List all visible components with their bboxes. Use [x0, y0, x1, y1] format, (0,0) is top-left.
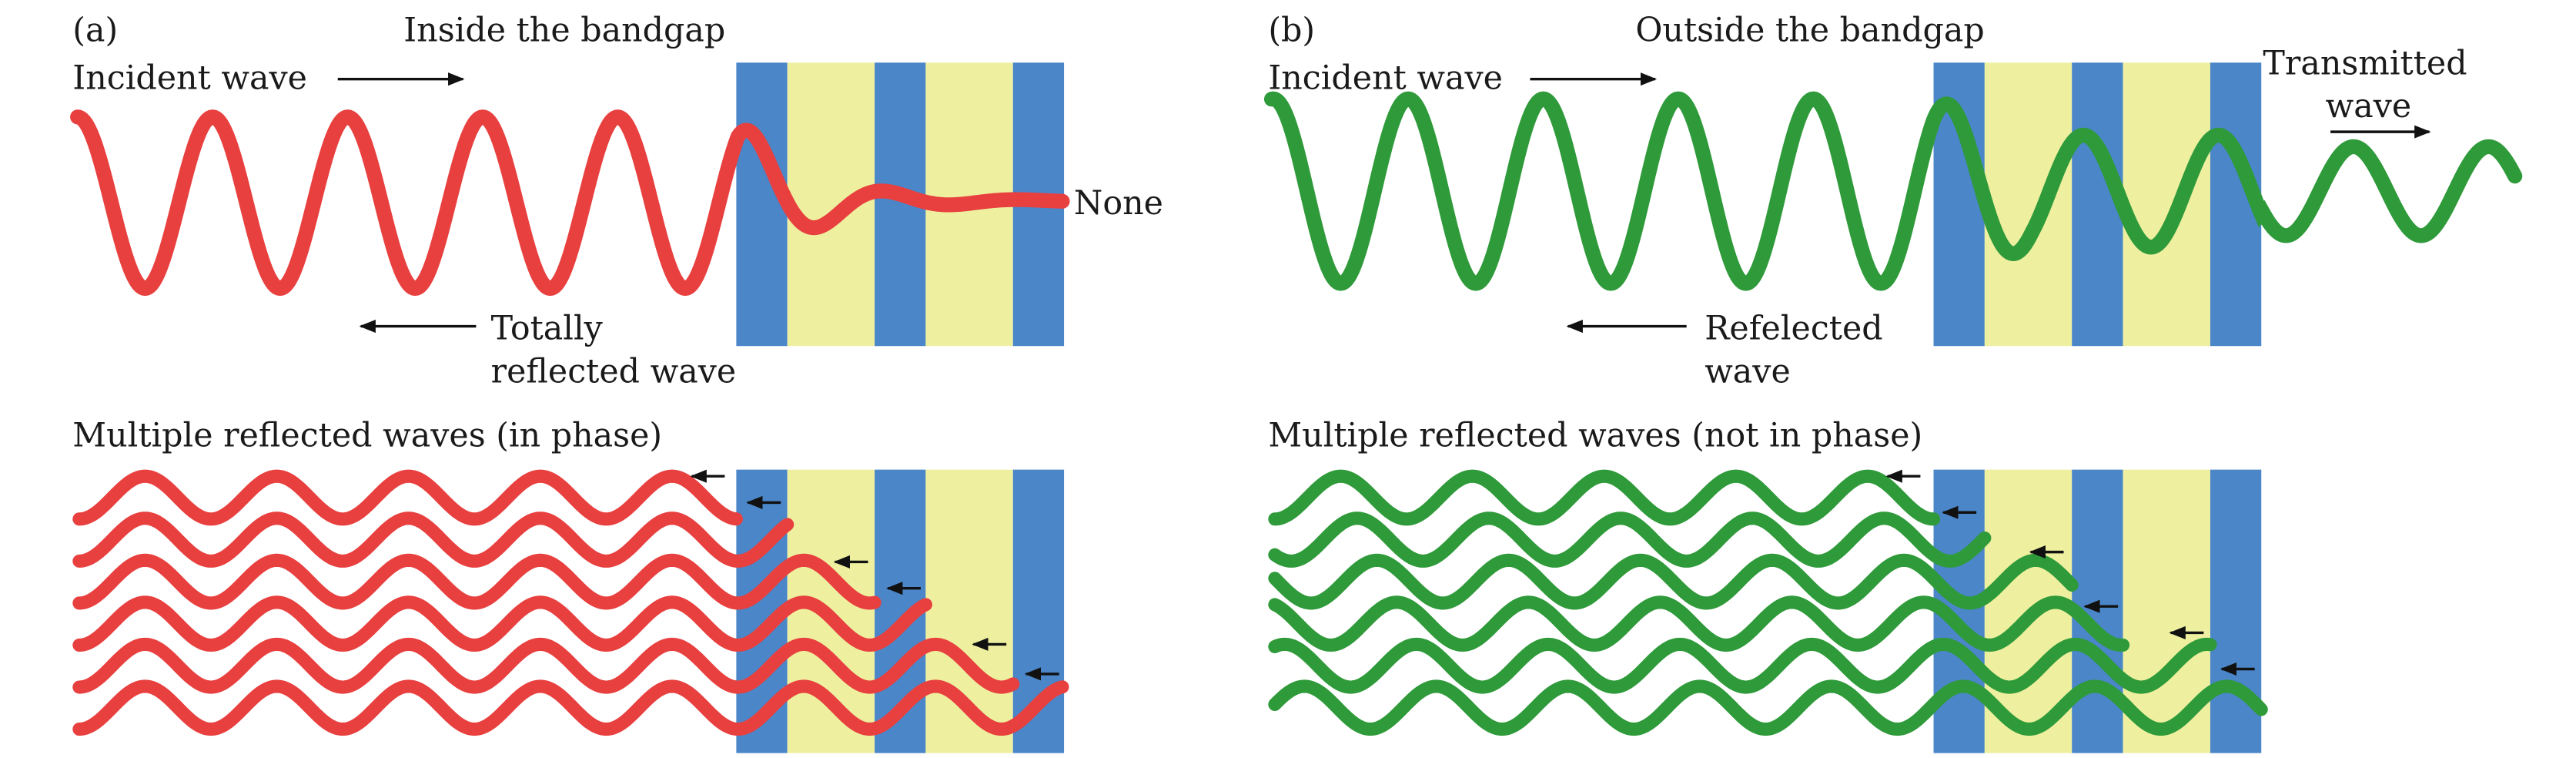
panel-b-incident-label: Incident wave	[1268, 59, 1503, 98]
layer-blue	[736, 62, 788, 347]
panel-b-reflection-arrows	[1885, 469, 2255, 676]
panel-a-incident-wave	[70, 109, 1070, 297]
panel-a-multi-title: Multiple reflected waves (in phase)	[72, 417, 662, 455]
layer-yellow	[1984, 62, 2073, 347]
panel-b-reflected-label-1: Refelected	[1705, 310, 1882, 348]
reflected-wave	[72, 553, 882, 610]
panel-b-incident-wave	[1263, 91, 2523, 291]
reflected-wave	[1268, 595, 2130, 652]
panel-a-tag: (a)	[72, 11, 118, 49]
reflected-wave	[72, 679, 1069, 736]
panel-b-top-stack	[1933, 62, 2262, 347]
layer-yellow	[2123, 62, 2210, 347]
reflected-wave	[72, 511, 795, 568]
reflected-wave	[72, 595, 932, 652]
reflected-wave	[72, 469, 743, 526]
reflected-wave	[1268, 679, 2268, 736]
panel-b-transmitted-label-1: Transmitted	[2263, 44, 2467, 82]
panel-b-bottom-stack	[1933, 469, 2262, 753]
reflected-wave	[72, 637, 1020, 694]
panel-b-transmitted-label-2: wave	[2326, 87, 2412, 126]
panel-a-reflected-label-1: Totally	[491, 310, 604, 348]
panel-a-reflected-label-2: reflected wave	[491, 352, 737, 391]
reflected-wave	[1268, 511, 1992, 568]
panel-a-reflection-arrows	[690, 469, 1059, 681]
panel-a: (a) Inside the bandgap Incident wave Non…	[70, 11, 1163, 753]
panel-a-incident-label: Incident wave	[72, 59, 307, 98]
panel-b-title: Outside the bandgap	[1635, 11, 1984, 49]
panel-b-multi-title: Multiple reflected waves (not in phase)	[1268, 417, 1922, 455]
panel-a-reflected-waves	[72, 469, 1069, 736]
reflected-wave	[1268, 553, 2079, 610]
panel-b-reflected-waves	[1268, 469, 2268, 736]
panel-b-reflected-label-2: wave	[1705, 352, 1791, 391]
panel-a-title: Inside the bandgap	[403, 11, 725, 49]
reflected-wave	[1268, 469, 1941, 526]
reflected-wave	[1268, 637, 2217, 694]
panel-b: (b) Outside the bandgap Incident wave Tr…	[1263, 11, 2523, 753]
panel-b-tag: (b)	[1268, 11, 1315, 49]
panel-a-end-label: None	[1074, 184, 1163, 223]
